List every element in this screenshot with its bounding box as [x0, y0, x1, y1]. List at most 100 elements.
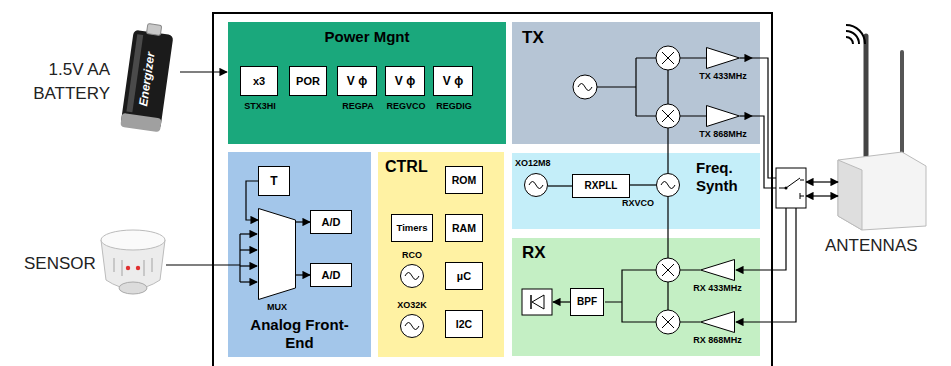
detector-symbol [522, 289, 552, 315]
side-label: 1.5V AA BATTERY [10, 58, 110, 106]
block-label: RX 433MHz [686, 283, 749, 294]
block-title: Analog Front-End [244, 316, 355, 352]
chip-outline [213, 13, 772, 366]
antenna-illustration [864, 36, 869, 166]
connector [630, 184, 656, 185]
oscillator-symbol [524, 173, 548, 197]
wire [553, 301, 570, 302]
sensor-illustration [101, 230, 165, 294]
amplifier-symbol [706, 47, 740, 69]
box-label: BPF [577, 297, 597, 307]
mixer-symbol [656, 310, 680, 334]
block-label: TX 868MHz [692, 129, 754, 140]
antenna-illustration [838, 36, 926, 230]
mixer-symbol [662, 52, 674, 64]
block-label: REGDIG [419, 101, 489, 112]
mixer-symbol [656, 310, 680, 334]
amplifier: RX 433MHz [700, 259, 735, 281]
wire [752, 116, 776, 188]
mixer-symbol [662, 110, 674, 122]
block-title: Freq. Synth [696, 159, 756, 195]
block-title: Power Mgnt [228, 28, 506, 46]
radio-waves [846, 31, 859, 44]
mixer-symbol [656, 104, 680, 128]
box-label: V ϕ [443, 75, 463, 87]
radio-waves [846, 37, 853, 44]
box-label: µC [457, 271, 471, 282]
wire [239, 234, 240, 282]
oscillator: XO12M8 [524, 173, 548, 197]
block-region: CTRLROMTimersRAMRCOµCXO32KI2C [378, 152, 504, 357]
multiplexer: MUX [258, 208, 296, 300]
wire [736, 208, 786, 270]
block-region: TXTX 433MHzTX 868MHz [512, 22, 760, 144]
block-title: CTRL [385, 157, 445, 176]
wire [680, 58, 706, 116]
block-fill [228, 22, 506, 144]
sensor-illustration [114, 258, 152, 276]
box-label: T [270, 175, 277, 187]
antenna-illustration [900, 52, 904, 158]
wire [597, 58, 656, 116]
wire [240, 281, 257, 282]
mixer-symbol [656, 46, 680, 70]
block-label: XO32K [382, 300, 442, 311]
switch-symbol [776, 168, 806, 208]
oscillator-symbol [573, 75, 597, 99]
function-box: Timers [391, 214, 433, 242]
box-label: V ϕ [395, 75, 415, 87]
wire [740, 57, 752, 58]
box-label: ROM [452, 175, 477, 186]
side-label: ANTENNAS [825, 236, 943, 256]
sensor-illustration [101, 230, 165, 250]
function-box: µC [445, 262, 483, 290]
connector [246, 181, 258, 220]
battery-illustration [120, 113, 162, 132]
wire [806, 181, 838, 182]
block-fill [228, 22, 760, 357]
block-fill [378, 152, 504, 357]
block-fill [512, 238, 760, 356]
function-box: ROM [445, 166, 483, 194]
box-label: POR [296, 76, 320, 87]
block-region: Analog Front-End T MUX A/D A/D [228, 152, 371, 357]
block-fill [228, 152, 371, 357]
block-label: XO12M8 [515, 158, 559, 169]
amplifier: RX 868MHz [700, 311, 735, 333]
radio-waves [846, 25, 865, 44]
box-label: A/D [322, 217, 341, 228]
wire [740, 115, 752, 116]
battery-illustration [146, 24, 161, 36]
box-label: V ϕ [347, 75, 367, 87]
mixer-symbol [656, 258, 680, 282]
function-box: RAM [445, 214, 483, 242]
oscillator-symbol [400, 314, 424, 338]
detector-symbol [522, 289, 552, 315]
box-label: RAM [452, 223, 476, 234]
function-box: V ϕREGPA [337, 66, 377, 96]
block-region: Freq. SynthXO12M8RXPLLRXVCO [512, 153, 760, 229]
block-label: STX3HI [225, 101, 295, 112]
amplifier-symbol [700, 259, 735, 281]
wire [680, 270, 700, 322]
box-label: Timers [397, 223, 428, 233]
mixer-symbol [656, 46, 680, 334]
sensor-illustration [136, 266, 140, 270]
mixer-symbol [656, 46, 680, 70]
detector-symbol [530, 295, 532, 309]
block-label: REGVCO [371, 101, 441, 112]
mixer-symbol [662, 316, 674, 328]
connector [296, 221, 310, 222]
block-label: REGPA [323, 101, 393, 112]
oscillator: XO32K [400, 314, 424, 338]
wire [166, 58, 838, 322]
function-box: A/D [310, 263, 352, 287]
switch-symbol [785, 187, 788, 190]
block-region: Power Mgntx3STX3HIPORV ϕREGPAV ϕREGVCOV … [228, 22, 506, 144]
function-box: RXPLL [572, 174, 630, 198]
antenna-illustration [838, 160, 862, 230]
oscillator-symbol [573, 75, 597, 99]
block-label: RXVCO [610, 198, 654, 209]
sensor-illustration [119, 282, 147, 294]
